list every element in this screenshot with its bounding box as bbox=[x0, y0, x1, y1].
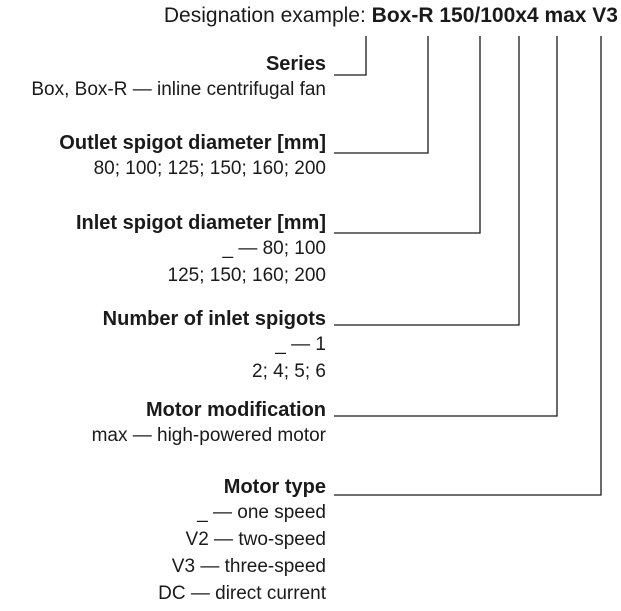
field-value: V2 — two-speed bbox=[185, 529, 326, 550]
field-value: Box, Box-R — inline centrifugal fan bbox=[31, 79, 326, 100]
designation-prefix: Designation example: bbox=[163, 4, 366, 27]
field-heading: Motor type bbox=[223, 476, 326, 498]
field-heading: Series bbox=[265, 53, 326, 75]
field-value: _ — 1 bbox=[275, 334, 326, 355]
field-inlet-count: Number of inlet spigots _ — 1 2; 4; 5; 6 bbox=[103, 307, 326, 385]
field-value: 125; 150; 160; 200 bbox=[167, 265, 326, 286]
field-outlet-diameter: Outlet spigot diameter [mm] 80; 100; 125… bbox=[59, 131, 326, 182]
designation-code: Box-R 150/100x4 max V3 bbox=[371, 4, 618, 27]
connector-outlet-diameter bbox=[334, 36, 429, 154]
field-value: 2; 4; 5; 6 bbox=[252, 361, 326, 382]
field-value: _ — 80; 100 bbox=[222, 238, 326, 259]
connector-inlet-count bbox=[334, 36, 520, 326]
field-value: DC — direct current bbox=[158, 583, 326, 604]
connector-series bbox=[334, 36, 367, 76]
field-inlet-diameter: Inlet spigot diameter [mm] _ — 80; 100 1… bbox=[76, 211, 326, 289]
field-value: V3 — three-speed bbox=[171, 556, 326, 577]
connector-motor-modification bbox=[334, 36, 558, 417]
designation-title: Designation example: Box-R 150/100x4 max… bbox=[0, 4, 618, 28]
field-value: 80; 100; 125; 150; 160; 200 bbox=[93, 158, 326, 179]
field-heading: Number of inlet spigots bbox=[102, 308, 326, 330]
field-heading: Inlet spigot diameter [mm] bbox=[75, 212, 326, 234]
field-value: _ — one speed bbox=[197, 502, 326, 523]
connector-motor-type bbox=[334, 36, 602, 496]
field-motor-type: Motor type _ — one speed V2 — two-speed … bbox=[158, 475, 326, 607]
field-heading: Motor modification bbox=[146, 399, 326, 421]
field-value: max — high-powered motor bbox=[91, 425, 326, 446]
field-heading: Outlet spigot diameter [mm] bbox=[59, 132, 326, 154]
connector-inlet-diameter bbox=[334, 36, 481, 234]
field-series: Series Box, Box-R — inline centrifugal f… bbox=[31, 52, 326, 103]
field-motor-modification: Motor modification max — high-powered mo… bbox=[92, 398, 326, 449]
